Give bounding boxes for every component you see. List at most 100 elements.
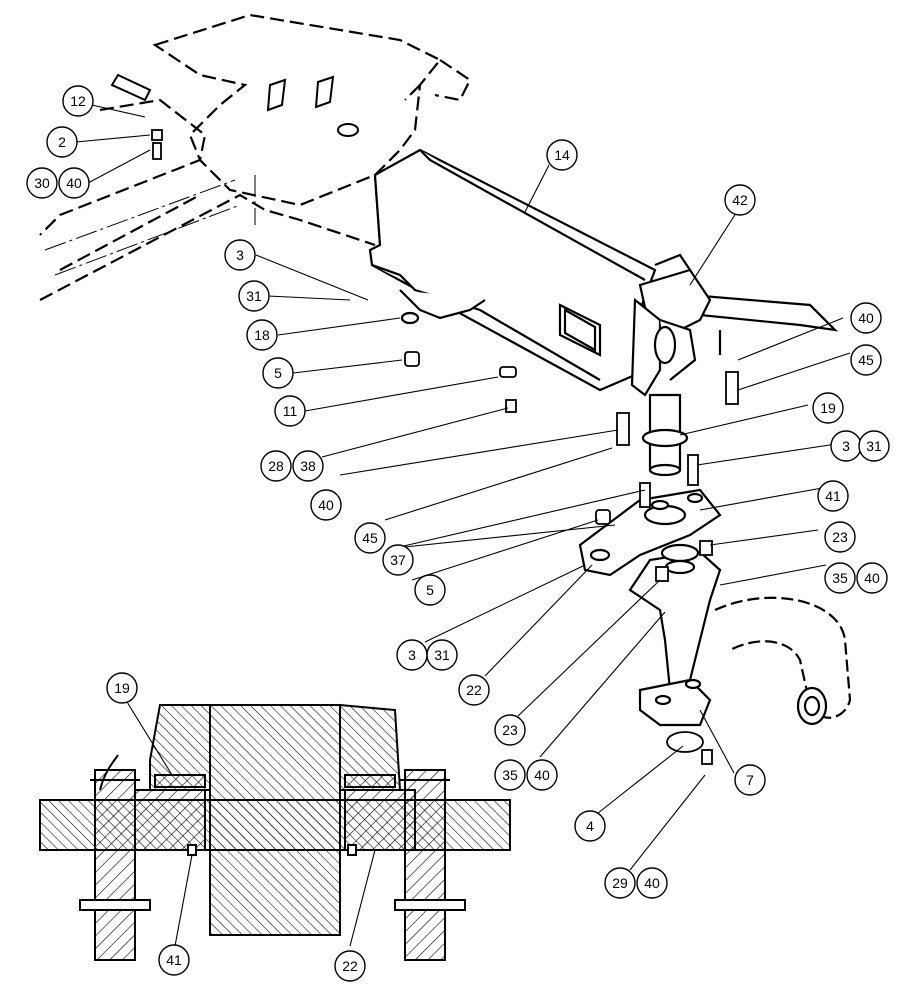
callout-label: 35 xyxy=(502,767,518,783)
callout-circle xyxy=(858,430,890,462)
callout-circle xyxy=(414,574,446,606)
callout-label: 41 xyxy=(825,488,841,504)
frame-centerlines xyxy=(44,175,256,276)
callout-label: 40 xyxy=(644,875,660,891)
spacer-11 xyxy=(499,366,517,378)
callout-label: 37 xyxy=(390,552,406,568)
bolt-28 xyxy=(505,399,517,413)
hardware xyxy=(151,129,739,765)
callout-11: 11 xyxy=(274,395,306,427)
bolt-2 xyxy=(151,129,163,141)
callout-label: 2 xyxy=(58,134,66,150)
bushing-23b xyxy=(655,566,669,582)
callout-circle xyxy=(494,759,526,791)
callout-label: 31 xyxy=(246,288,262,304)
callout-label: 40 xyxy=(534,767,550,783)
callout-19: 19 xyxy=(106,672,138,704)
callout-label: 5 xyxy=(426,582,434,598)
callout-label: 45 xyxy=(858,352,874,368)
callout-5: 5 xyxy=(262,357,294,389)
section-view-inset xyxy=(39,703,511,961)
callout-circle xyxy=(106,672,138,704)
callout-label: 40 xyxy=(858,310,874,326)
callout-label: 23 xyxy=(832,529,848,545)
callout-circle xyxy=(850,302,882,334)
pivot-housing xyxy=(578,488,722,577)
callout-circle xyxy=(526,759,558,791)
callout-circle xyxy=(262,357,294,389)
callout-3: 3 xyxy=(224,239,256,271)
callout-label: 5 xyxy=(274,365,282,381)
callout-label: 3 xyxy=(842,438,850,454)
callout-12: 12 xyxy=(62,85,94,117)
axle-beam xyxy=(368,148,657,392)
callout-label: 42 xyxy=(732,192,748,208)
bolt-45b xyxy=(725,371,739,405)
bushing-23a xyxy=(699,540,713,556)
callout-circle xyxy=(426,639,458,671)
tractor-frame-outline xyxy=(39,13,472,301)
callout-circle xyxy=(734,764,766,796)
callout-30: 30 xyxy=(26,167,58,199)
callout-circle xyxy=(224,239,256,271)
callout-41: 41 xyxy=(817,480,849,512)
callout-circle xyxy=(574,810,606,842)
callout-label: 40 xyxy=(864,570,880,586)
callout-22: 22 xyxy=(334,950,366,982)
callout-label: 38 xyxy=(300,458,316,474)
seal-ring-41 xyxy=(660,543,700,563)
callout-5: 5 xyxy=(414,574,446,606)
callout-circle xyxy=(636,867,668,899)
callout-circle xyxy=(46,126,78,158)
callout-label: 30 xyxy=(34,175,50,191)
spindle-outline xyxy=(714,596,852,719)
callout-label: 3 xyxy=(236,247,244,263)
callout-23: 23 xyxy=(494,714,526,746)
cap-4 xyxy=(666,731,704,753)
callout-40: 40 xyxy=(850,302,882,334)
callout-29: 29 xyxy=(604,867,636,899)
callout-label: 3 xyxy=(408,647,416,663)
callout-circle xyxy=(817,480,849,512)
callout-40: 40 xyxy=(58,167,90,199)
bolt-45 xyxy=(616,412,630,446)
callout-37: 37 xyxy=(382,544,414,576)
callout-label: 12 xyxy=(70,93,86,109)
callout-19: 19 xyxy=(812,392,844,424)
callout-18: 18 xyxy=(246,319,278,351)
callout-40: 40 xyxy=(856,562,888,594)
spindle-end xyxy=(796,686,828,726)
frame-slots xyxy=(110,73,359,137)
callout-23: 23 xyxy=(824,521,856,553)
steering-arm xyxy=(630,253,839,397)
callout-label: 40 xyxy=(318,497,334,513)
callout-label: 31 xyxy=(434,647,450,663)
callout-circle xyxy=(458,674,490,706)
callout-circle xyxy=(604,867,636,899)
callout-7: 7 xyxy=(734,764,766,796)
callout-label: 29 xyxy=(612,875,628,891)
callout-label: 28 xyxy=(268,458,284,474)
callout-circle xyxy=(26,167,58,199)
callout-label: 35 xyxy=(832,570,848,586)
callout-40: 40 xyxy=(636,867,668,899)
callout-31: 31 xyxy=(238,280,270,312)
leader-lines xyxy=(75,104,851,871)
bolt-29 xyxy=(701,749,713,765)
kingpin xyxy=(641,393,689,477)
callout-label: 22 xyxy=(466,682,482,698)
callout-31: 31 xyxy=(426,639,458,671)
callout-40: 40 xyxy=(526,759,558,791)
callout-circle xyxy=(824,521,856,553)
callout-28: 28 xyxy=(260,450,292,482)
callout-label: 4 xyxy=(586,818,594,834)
thrust-washer-19 xyxy=(641,428,689,448)
callout-circle xyxy=(238,280,270,312)
callout-31: 31 xyxy=(858,430,890,462)
callout-40: 40 xyxy=(310,489,342,521)
callout-label: 7 xyxy=(746,772,754,788)
callout-label: 31 xyxy=(866,438,882,454)
